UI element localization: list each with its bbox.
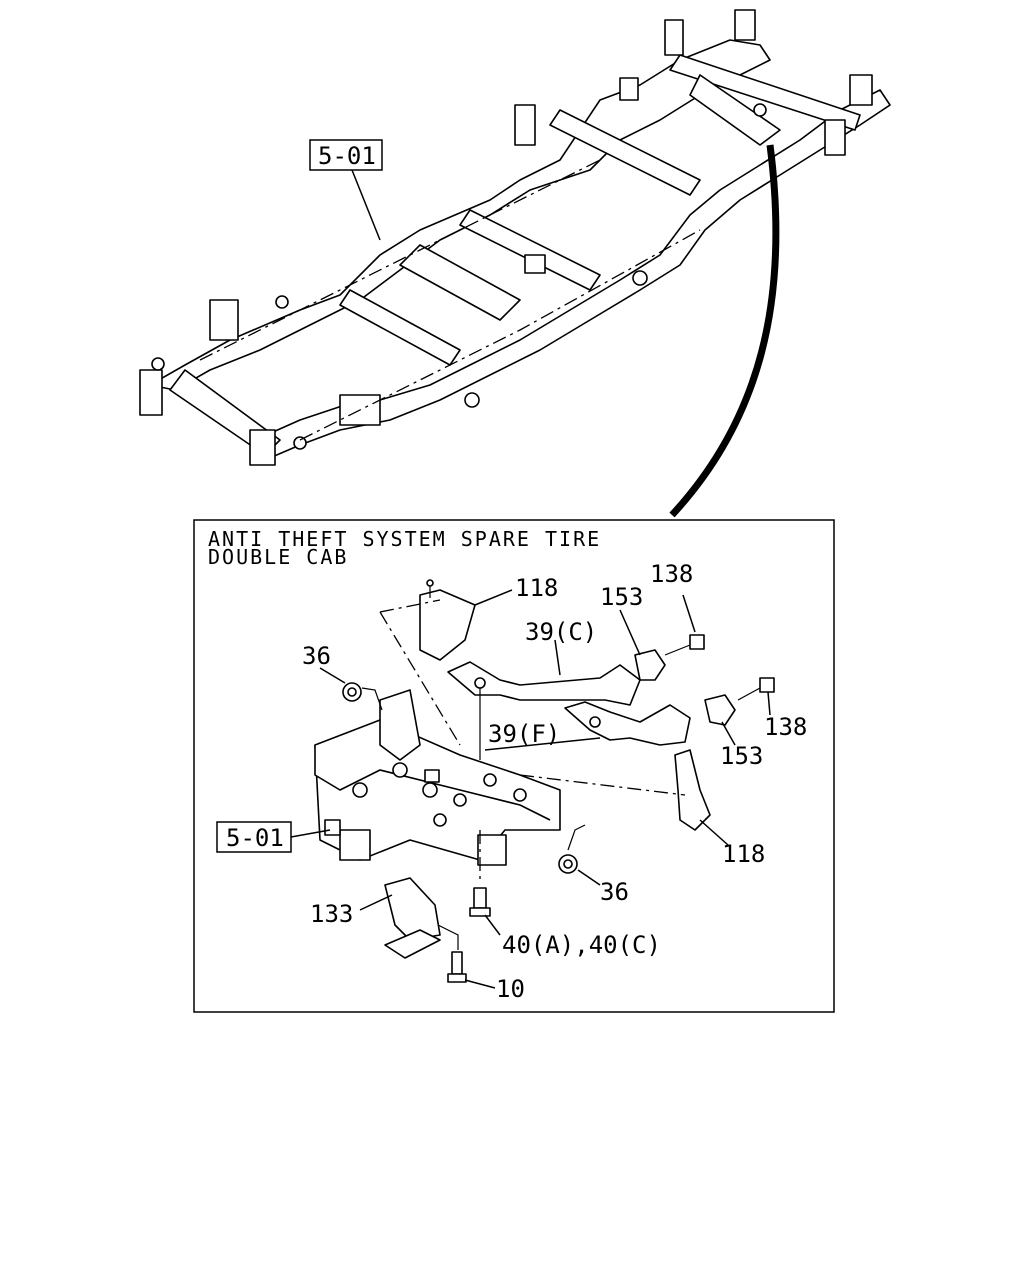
inset-panel: ANTI THEFT SYSTEM SPARE TIRE DOUBLE CAB — [193, 519, 835, 1013]
label-36-bottom: 36 — [600, 878, 629, 906]
top-callout-code: 5-01 — [318, 142, 376, 170]
label-138-top: 138 — [650, 560, 693, 588]
label-153-top: 153 — [600, 583, 643, 611]
label-153-right: 153 — [720, 742, 763, 770]
label-118-right: 118 — [722, 840, 765, 868]
inset-title: ANTI THEFT SYSTEM SPARE TIRE — [208, 527, 601, 551]
part-133-drawing — [384, 877, 441, 959]
part-153-right-drawing — [704, 694, 736, 726]
part-39c-drawing — [447, 661, 641, 706]
part-40-drawing — [469, 887, 491, 917]
crossmember-drawing — [314, 689, 561, 866]
part-36-bottom-drawing — [558, 854, 578, 874]
inset-subtitle: DOUBLE CAB — [208, 545, 348, 569]
top-reference-callout: 5-01 — [309, 139, 383, 241]
label-138-right: 138 — [764, 713, 807, 741]
part-118-top-drawing — [419, 579, 476, 661]
part-138-top-drawing — [664, 634, 705, 656]
label-10: 10 — [496, 975, 525, 1003]
part-153-top-drawing — [634, 649, 666, 681]
inset-ref-code: 5-01 — [226, 824, 284, 852]
label-39c: 39(C) — [525, 618, 597, 646]
label-36-left: 36 — [302, 642, 331, 670]
label-118-top: 118 — [515, 574, 558, 602]
frame-assembly-drawing — [139, 9, 891, 518]
part-10-drawing — [447, 951, 467, 983]
inset-reference-callout: 5-01 — [216, 821, 331, 853]
label-133: 133 — [310, 900, 353, 928]
part-36-left-drawing — [342, 682, 362, 702]
label-39f: 39(F) — [488, 720, 560, 748]
label-40: 40(A),40(C) — [502, 931, 661, 959]
part-39f-drawing — [564, 701, 691, 746]
part-138-right-drawing — [737, 677, 775, 701]
